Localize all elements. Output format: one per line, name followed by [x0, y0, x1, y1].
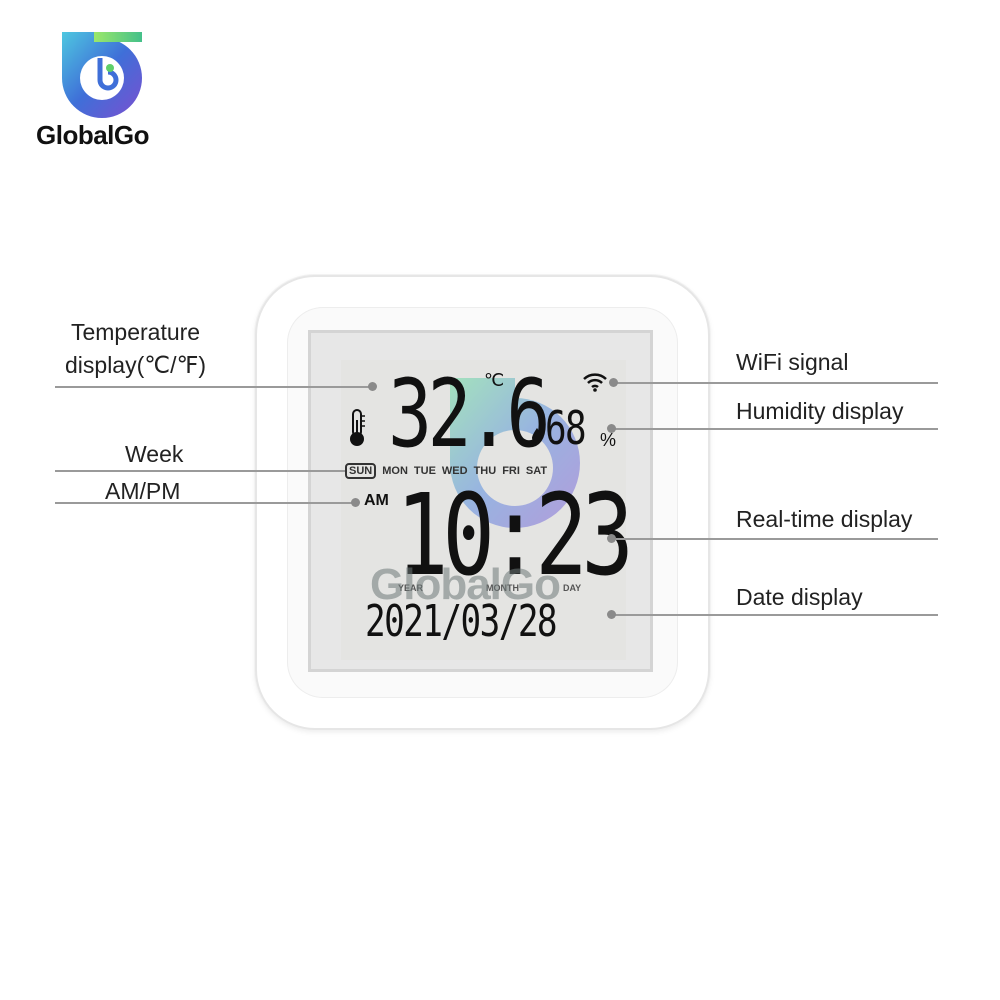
day-thu: THU [473, 465, 497, 477]
date-value: 2021/03/28 [365, 596, 558, 647]
day-sat: SAT [525, 465, 548, 477]
brand-logo: GlobalGo [36, 28, 176, 158]
callout-line-ampm [55, 502, 355, 504]
day-wed: WED [441, 465, 468, 477]
callout-dot-date [607, 610, 616, 619]
callout-dot-ampm [351, 498, 360, 507]
callout-wifi: WiFi signal [736, 349, 849, 375]
globalgo-logo-icon [62, 32, 142, 118]
callout-humidity: Humidity display [736, 398, 904, 424]
time-value: 10:23 [396, 471, 634, 601]
callout-line-realtime [612, 538, 938, 540]
callout-line-date [612, 614, 938, 616]
thermometer-icon [350, 409, 365, 446]
wifi-icon [583, 373, 607, 392]
water-drop-icon [532, 428, 542, 443]
callout-temperature: Temperature display(℃/℉) [65, 319, 207, 378]
day-tue: TUE [413, 465, 436, 477]
date-label-year: YEAR [398, 583, 424, 593]
temperature-unit: ℃ [484, 370, 505, 390]
callout-line-humidity [612, 428, 938, 430]
day-sun: SUN [345, 463, 377, 479]
callout-line-temperature [55, 386, 373, 388]
callout-dot-wifi [609, 378, 618, 387]
am-pm-indicator: AM [364, 492, 389, 509]
callout-date: Date display [736, 584, 863, 610]
callout-dot-realtime [607, 534, 616, 543]
date-label-month: MONTH [486, 583, 519, 593]
week-indicator: SUN MON TUE WED THU FRI SAT [345, 462, 547, 480]
callout-ampm: AM/PM [105, 478, 181, 504]
temperature-value: 32.6 [388, 360, 551, 469]
callout-dot-temperature [368, 382, 377, 391]
humidity-value: 68 [545, 401, 587, 455]
brand-name: GlobalGo [36, 120, 150, 150]
callout-dot-humidity [607, 424, 616, 433]
callout-realtime: Real-time display [736, 506, 913, 532]
humidity-unit: % [600, 430, 617, 450]
date-label-day: DAY [563, 583, 582, 593]
callout-line-week [55, 470, 345, 472]
day-fri: FRI [502, 465, 520, 477]
callout-line-wifi [614, 382, 938, 384]
day-mon: MON [382, 465, 408, 477]
callout-week: Week [125, 441, 184, 467]
